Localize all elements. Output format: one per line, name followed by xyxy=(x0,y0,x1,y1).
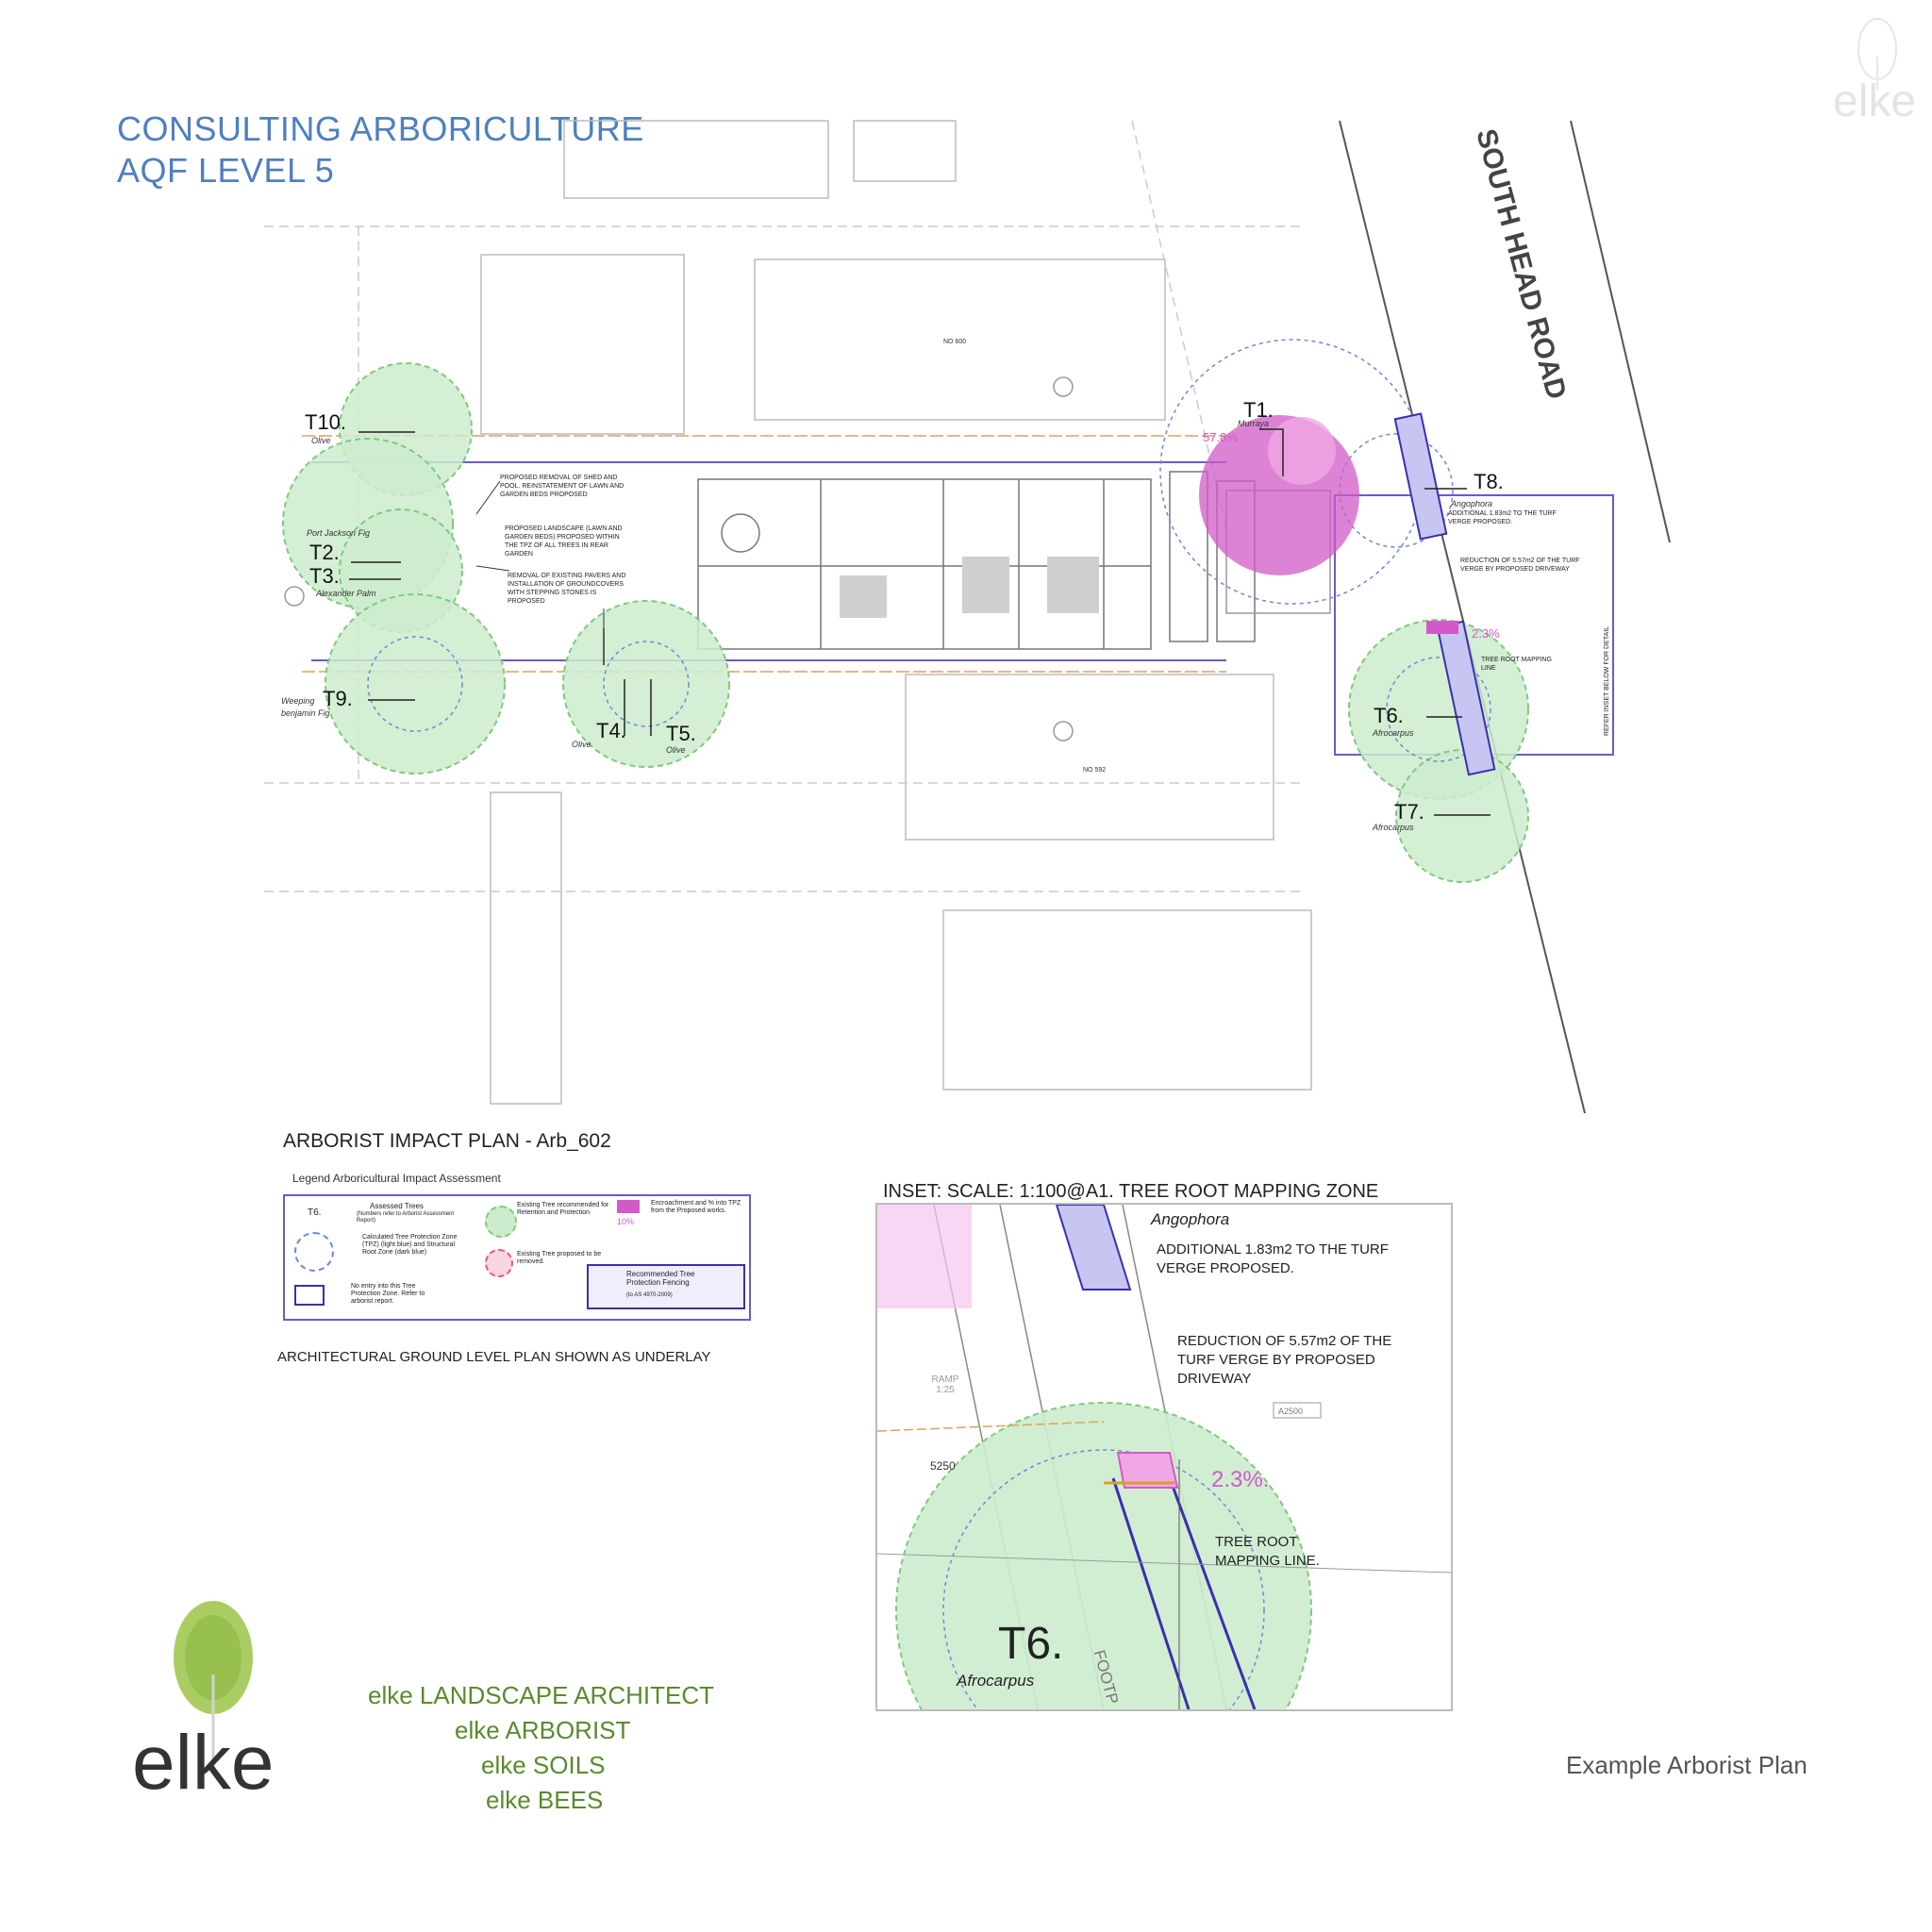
legend-tpz-icon xyxy=(294,1232,334,1272)
elke-logo-tree xyxy=(166,1599,260,1769)
inset-title-text: INSET: SCALE: 1:100@A1. TREE ROOT MAPPIN… xyxy=(883,1181,1379,1202)
brand-line-1: elke LANDSCAPE ARCHITECT xyxy=(368,1681,714,1709)
building-outlines xyxy=(480,120,1312,1105)
inset-note-additional: ADDITIONAL 1.83m2 TO THE TURF VERGE PROP… xyxy=(1157,1241,1389,1276)
legend-fencing-box: Recommended Tree Protection Fencing (to … xyxy=(587,1264,745,1309)
corner-tree-icon xyxy=(1857,18,1897,90)
inset-percent: 2.3%. xyxy=(1211,1467,1270,1492)
north-arrows xyxy=(284,376,1074,741)
note-landscape: PROPOSED LANDSCAPE (LAWN AND GARDEN BEDS… xyxy=(505,525,623,558)
inset-a2500-label: A2500 xyxy=(1278,1407,1303,1416)
legend-fencing-note: (to AS 4970-2009) xyxy=(626,1292,673,1298)
tree-label-t4: T4. xyxy=(596,719,626,742)
legend-retain-icon xyxy=(485,1206,517,1238)
tree-label-t8: T8. xyxy=(1474,470,1504,493)
lot-label-592: NO 592 xyxy=(1083,767,1106,774)
tpz-t4-t5 xyxy=(562,600,730,768)
tree-t1-canopy xyxy=(1268,417,1336,485)
legend-encroach-pct: 10% xyxy=(617,1217,635,1226)
brand-line-3: elke SOILS xyxy=(481,1751,606,1779)
impact-plan-title: ARBORIST IMPACT PLAN - Arb_602 xyxy=(283,1130,611,1152)
legend-title: Legend Arboricultural Impact Assessment xyxy=(292,1172,501,1185)
tree-species-t5: Olive xyxy=(666,745,686,755)
lot-label-600: NO 600 xyxy=(943,339,966,345)
legend-tpz: Calculated Tree Protection Zone (TPZ) (l… xyxy=(362,1234,458,1256)
inset-tree-id: T6. xyxy=(998,1619,1064,1669)
underlay-note: ARCHITECTURAL GROUND LEVEL PLAN SHOWN AS… xyxy=(277,1349,711,1365)
tree-species-t6: Afrocarpus xyxy=(1372,728,1414,738)
legend-remove: Existing Tree proposed to be removed. xyxy=(517,1251,602,1265)
legend-assessed: Assessed Trees xyxy=(370,1202,424,1210)
tree-label-t2: T2. xyxy=(309,541,340,564)
tree-logo-icon xyxy=(174,1601,253,1769)
legend-assessed-note: (Numbers refer to Arborist Assessment Re… xyxy=(357,1211,455,1224)
elke-logo-text: elke xyxy=(132,1720,275,1806)
legend-no-entry-icon xyxy=(294,1285,325,1306)
brand-line-2: elke ARBORIST xyxy=(455,1716,631,1744)
tree-species-t7: Afrocarpus xyxy=(1372,823,1414,832)
legend-fencing: Recommended Tree Protection Fencing xyxy=(626,1270,695,1287)
corner-logo-text: elke xyxy=(1833,76,1917,126)
corner-logo: elke xyxy=(1825,9,1929,126)
brand-line-4: elke BEES xyxy=(486,1786,604,1814)
tree-label-t6: T6. xyxy=(1374,704,1404,727)
legend-encroach-icon xyxy=(617,1200,640,1213)
tree-species-t3: Alexander Palm xyxy=(315,589,376,598)
inset-title: INSET: SCALE: 1:100@A1. TREE ROOT MAPPIN… xyxy=(883,1181,1378,1203)
tree-species-t1: Murraya xyxy=(1238,419,1269,428)
tree-species-t9b: benjamin Fig xyxy=(281,708,330,718)
tree-species-t9: Weeping xyxy=(281,696,314,706)
inset-dim: 5250 xyxy=(930,1459,956,1473)
tree-label-t3: T3. xyxy=(309,564,340,588)
tree-label-t9: T9. xyxy=(323,687,353,710)
inset-species-top: Angophora xyxy=(1151,1210,1230,1228)
tree-label-t10: T10. xyxy=(305,410,346,434)
page-caption: Example Arborist Plan xyxy=(1566,1751,1807,1779)
encroach-t6-wedge xyxy=(1426,621,1458,634)
tpz-t9 xyxy=(325,593,506,774)
road-edges xyxy=(1339,120,1671,1114)
floor-hatching xyxy=(840,557,1099,618)
inset-mapping-line: TREE ROOT MAPPING LINE. xyxy=(1215,1534,1320,1569)
note-reduction: REDUCTION OF 5.57m2 OF THE TURF VERGE BY… xyxy=(1460,558,1580,573)
legend-box: T6. Assessed Trees (Numbers refer to Arb… xyxy=(283,1194,751,1321)
inset-ramp: RAMP 1:25 xyxy=(931,1374,959,1395)
inset-tpz-t6 xyxy=(895,1402,1312,1709)
note-arrows xyxy=(475,480,605,665)
inset-note-reduction: REDUCTION OF 5.57m2 OF THE TURF VERGE BY… xyxy=(1177,1333,1392,1387)
legend-no-entry: No entry into this Tree Protection Zone.… xyxy=(351,1283,425,1305)
note-pavers: REMOVAL OF EXISTING PAVERS AND INSTALLAT… xyxy=(508,573,626,605)
note-refer-inset: REFER INSET BELOW FOR DETAIL xyxy=(1604,626,1610,736)
tree-label-t7: T7. xyxy=(1394,800,1424,824)
tree-species-t8: Angophora xyxy=(1450,499,1492,508)
tpz-t7 xyxy=(1395,749,1529,883)
inset-encroach-wedge xyxy=(1116,1452,1179,1489)
tree-label-t1: T1. xyxy=(1243,398,1274,422)
inset-panel: A2500 Angophora ADDITIONAL 1.83m2 TO THE… xyxy=(875,1203,1453,1711)
tree-species-t10: Olive xyxy=(311,436,331,445)
note-mapping: TREE ROOT MAPPING LINE xyxy=(1481,657,1552,672)
header-title-line2: AQF LEVEL 5 xyxy=(117,151,335,190)
inset-tree-species: Afrocarpus xyxy=(957,1672,1035,1690)
road-label: SOUTH HEAD ROAD xyxy=(1470,125,1572,403)
legend-remove-icon xyxy=(485,1249,513,1277)
encroach-pct-t1: 57.8% xyxy=(1203,430,1238,444)
legend-retain: Existing Tree recommended for Retention … xyxy=(517,1202,609,1216)
legend-t6-label: T6. xyxy=(308,1208,322,1218)
tree-species-t2: Port Jackson Fig xyxy=(307,528,370,538)
header-title-line1: CONSULTING ARBORICULTURE xyxy=(117,109,644,148)
tree-label-t5: T5. xyxy=(666,722,696,745)
verge-hatch-t8 xyxy=(1393,412,1448,541)
encroach-pct-t6: 2.3% xyxy=(1472,626,1500,641)
note-shed: PROPOSED REMOVAL OF SHED AND POOL. REINS… xyxy=(500,475,625,498)
tree-species-t4: Olive xyxy=(572,740,591,749)
inset-drawing: A2500 xyxy=(877,1205,1451,1709)
legend-encroach: Encroachment and % into TPZ from the Pro… xyxy=(651,1200,741,1214)
note-additional: ADDITIONAL 1.83m2 TO THE TURF VERGE PROP… xyxy=(1448,510,1557,525)
